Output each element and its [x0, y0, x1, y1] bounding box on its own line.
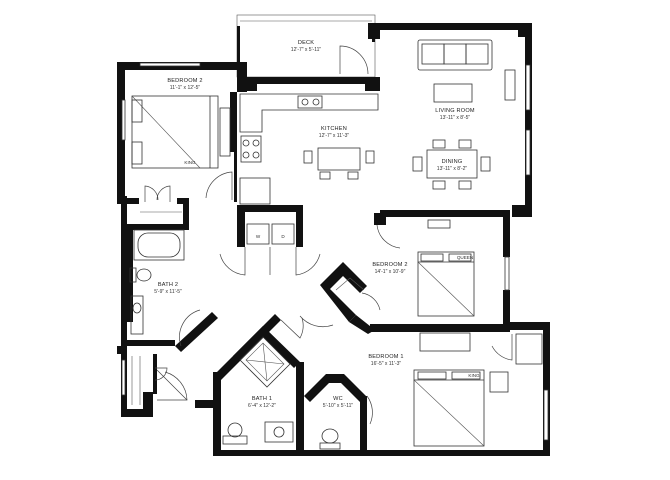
bath-1-door[interactable]	[280, 317, 304, 339]
washer-label: W	[256, 234, 261, 239]
bed-queen	[417, 251, 475, 317]
bedroom-1: BEDROOM 1 16'-5" x 11'-3" KING	[368, 332, 543, 447]
toilet-bath1	[227, 422, 243, 438]
shower	[239, 336, 291, 388]
bedroom-2-left-door[interactable]	[205, 171, 233, 200]
bedroom-2-left: BEDROOM 2 11'-1" x 12'-5" KING	[131, 78, 233, 213]
deck-name: DECK	[298, 40, 314, 46]
coffee-table	[433, 83, 473, 103]
sofa	[417, 39, 493, 71]
entry	[131, 356, 188, 405]
kitchen-island	[303, 147, 375, 180]
dresser	[219, 107, 231, 157]
wc: WC 5'-10" x 5'-11"	[319, 395, 373, 450]
windows	[121, 62, 549, 441]
bed-king-right	[413, 369, 485, 447]
laundry-door-right[interactable]	[295, 247, 321, 276]
bath-1: BATH 1 6'-4" x 12'-2"	[222, 317, 304, 445]
bedroom-2-left-name: BEDROOM 2	[167, 78, 202, 84]
vanity	[130, 295, 144, 335]
closet-door-b[interactable]	[156, 185, 171, 202]
bedroom-2-right-name: BEDROOM 2	[372, 262, 407, 268]
bedroom-1-name: BEDROOM 1	[368, 354, 403, 360]
bath-2: BATH 2 5'-9" x 11'-5"	[129, 229, 201, 347]
vanity-bath1	[264, 421, 294, 443]
bedroom-2-right-size: 14'-1" x 10'-9"	[375, 269, 406, 275]
kitchen: KITCHEN 12'-7" x 11'-3"	[239, 93, 379, 205]
laundry-door-left[interactable]	[219, 247, 246, 276]
closet-door-a[interactable]	[144, 185, 159, 202]
wc-name: WC	[333, 396, 343, 402]
bath-2-name: BATH 2	[158, 282, 178, 288]
bath-2-size: 5'-9" x 11'-5"	[154, 289, 182, 295]
dryer-label: D	[281, 234, 285, 239]
bed-size-queen: QUEEN	[457, 255, 473, 260]
deck-door-swing[interactable]	[339, 45, 369, 75]
living-room-size: 13'-11" x 8'-5"	[440, 115, 471, 121]
kitchen-size: 12'-7" x 11'-3"	[319, 133, 350, 139]
deck-size: 12'-7" x 5'-11"	[291, 47, 322, 53]
bed-size-king-right: KING	[468, 373, 480, 378]
kitchen-name: KITCHEN	[321, 126, 347, 132]
laundry-closet: W D	[219, 223, 321, 276]
bedroom-2-left-size: 11'-1" x 12'-5"	[170, 85, 201, 91]
fridge	[239, 177, 271, 205]
tv-console	[504, 69, 516, 101]
closet-door-entry[interactable]	[154, 367, 168, 381]
bed-size-king-left: KING	[184, 160, 196, 165]
range	[240, 135, 262, 163]
bath-1-name: BATH 1	[252, 396, 272, 402]
living-room: LIVING ROOM 13'-11" x 8'-5"	[417, 39, 516, 121]
bath-2-door[interactable]	[179, 309, 201, 347]
closet-door-bed2[interactable]	[361, 292, 381, 311]
wc-size: 5'-10" x 5'-11"	[323, 403, 354, 409]
bathtub	[133, 229, 185, 261]
living-room-name: LIVING ROOM	[435, 108, 475, 114]
bed-king-left	[131, 95, 219, 169]
dining-area: DINING 13'-11" x 8'-2"	[412, 139, 491, 190]
bedroom-2-right: BEDROOM 2 14'-1" x 10'-9" QUEEN	[299, 219, 475, 328]
dining-name: DINING	[442, 159, 463, 165]
hall-door[interactable]	[299, 315, 334, 328]
kitchen-counter	[239, 93, 379, 133]
wc-door[interactable]	[366, 395, 373, 425]
bedroom-2-right-door[interactable]	[376, 224, 401, 249]
toilet-wc	[321, 428, 339, 444]
dining-size: 13'-11" x 8'-2"	[437, 166, 468, 172]
bath-1-size: 6'-4" x 12'-2"	[248, 403, 276, 409]
bedroom-1-size: 16'-5" x 11'-3"	[371, 361, 402, 367]
toilet	[136, 268, 152, 282]
